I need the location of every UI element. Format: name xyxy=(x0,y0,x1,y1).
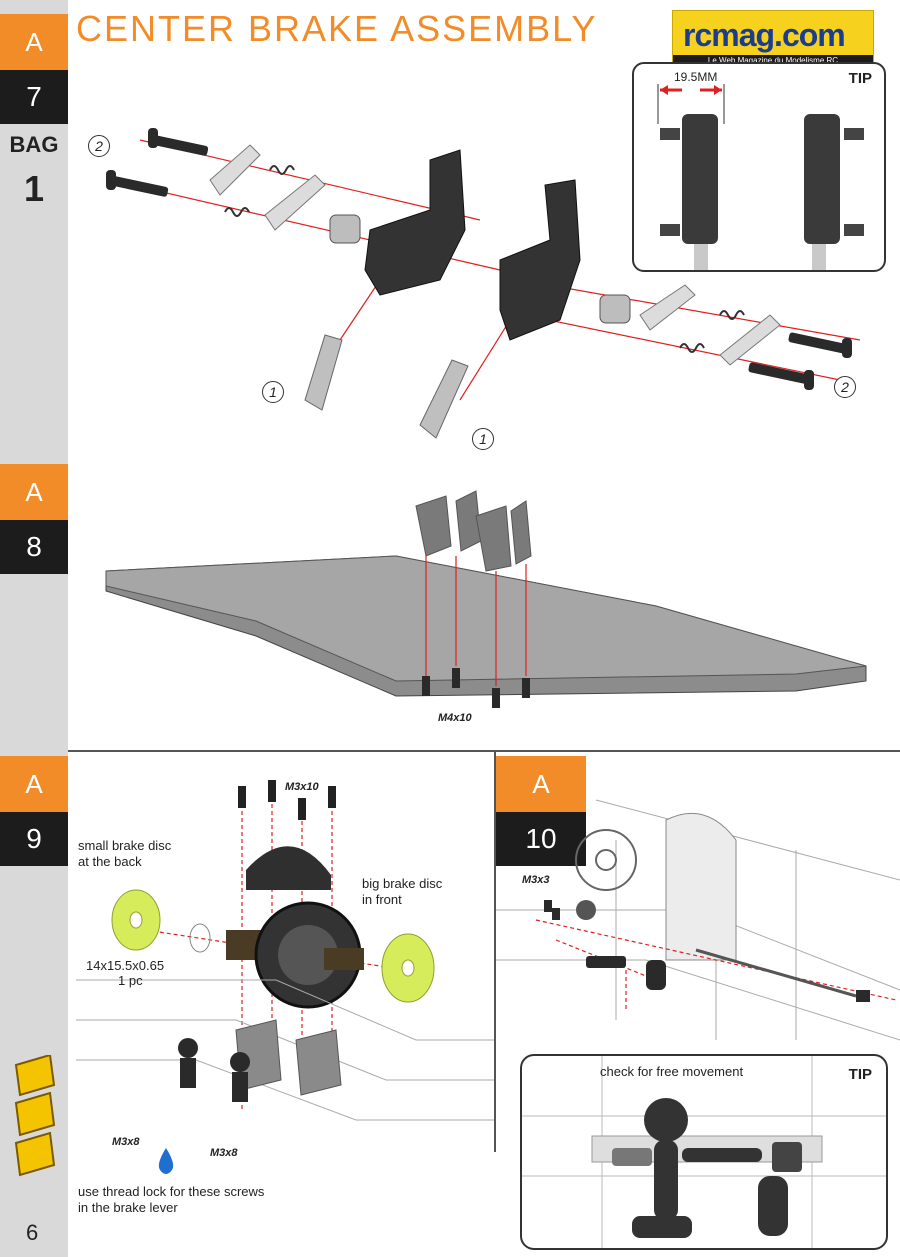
step-10-brake-linkage-diagram xyxy=(496,799,900,1041)
callout-1-left: 1 xyxy=(262,381,284,403)
big-brake-disc-label: big brake disc in front xyxy=(362,876,443,907)
step-9-number-badge: 9 xyxy=(0,812,68,866)
tip-measurement: 19.5MM xyxy=(674,70,718,84)
step-9-diff-brake-diagram xyxy=(76,780,494,1121)
section-divider-vertical xyxy=(494,752,496,1152)
shim-qty-label: 1 pc xyxy=(118,973,143,988)
callout-1-right: 1 xyxy=(472,428,494,450)
step-8-chassis-diagram xyxy=(105,490,867,708)
step-7-letter-badge: A xyxy=(0,14,68,70)
step-9-left-screw-label: M3x8 xyxy=(112,1136,140,1148)
step-9-right-screw-label: M3x8 xyxy=(210,1147,238,1159)
logo-name: rcmag.com xyxy=(683,17,846,53)
page-title: CENTER BRAKE ASSEMBLY xyxy=(76,8,598,49)
tip-spacing-diagram xyxy=(657,84,864,270)
rcmag-logo: rcmag.com Le Web Magazine du Modelisme R… xyxy=(672,10,874,70)
logo-tagline: Le Web Magazine du Modelisme RC xyxy=(673,55,873,66)
tip-free-movement-note: check for free movement xyxy=(600,1064,744,1079)
page-number: 6 xyxy=(26,1220,39,1245)
bag-number: 1 xyxy=(23,168,45,209)
step-7-exploded-diagram xyxy=(106,128,861,439)
step-10-number-badge: 10 xyxy=(496,812,586,866)
thread-lock-drop-icon xyxy=(156,1148,176,1176)
section-divider-horizontal xyxy=(68,750,900,752)
step-8-number-badge: 8 xyxy=(0,520,68,574)
bag-label: BAG xyxy=(9,132,59,157)
left-sidebar-strip xyxy=(0,0,68,1257)
step-8-letter-badge: A xyxy=(0,464,68,520)
step-10-tip-label: TIP xyxy=(848,1066,872,1083)
shim-size-label: 14x15.5x0.65 xyxy=(86,958,165,973)
small-brake-disc-label: small brake disc at the back xyxy=(78,838,172,869)
step-10-tip-box: check for free movement TIP xyxy=(520,1054,888,1250)
step-7-number-badge: 7 xyxy=(0,70,68,124)
callout-2-bottom-right: 2 xyxy=(834,376,856,398)
step-9-top-screw-label: M3x10 xyxy=(285,781,319,793)
step-10-screw-label: M3x3 xyxy=(522,874,550,886)
thread-lock-note: use thread lock for these screws in the … xyxy=(78,1184,265,1215)
tip-linkage-closeup xyxy=(522,1056,886,1248)
step-9-letter-badge: A xyxy=(0,756,68,812)
step-7-tip-label: TIP xyxy=(848,70,872,87)
brand-logo-mark xyxy=(10,1055,58,1185)
step-8-screw-label: M4x10 xyxy=(438,712,472,724)
callout-2-top-left: 2 xyxy=(88,135,110,157)
step-10-letter-badge: A xyxy=(496,756,586,812)
step-7-tip-box: TIP 19.5MM xyxy=(632,62,886,272)
